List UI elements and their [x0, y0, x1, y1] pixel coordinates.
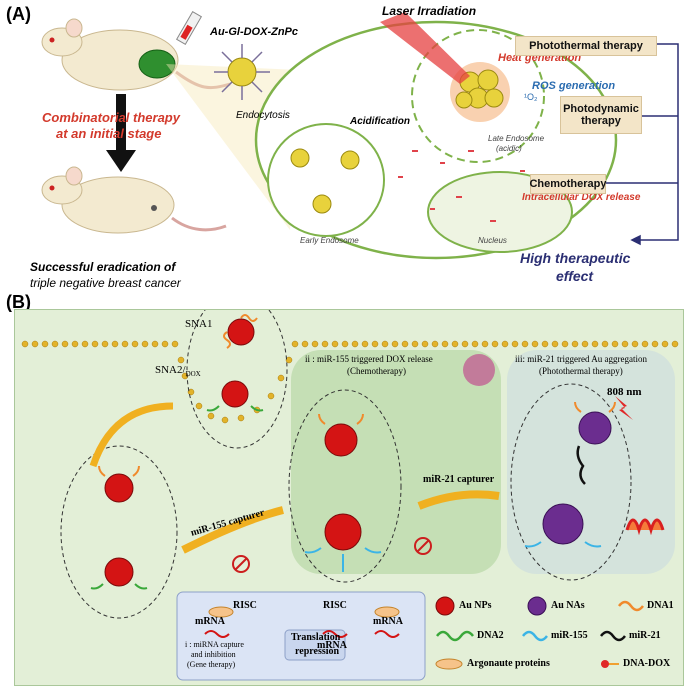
- success-line-1: Successful eradication of: [30, 260, 176, 274]
- sna-ellipse-right: [510, 383, 632, 581]
- sna-ellipse-left: [60, 445, 178, 619]
- laser-beam: [380, 12, 470, 84]
- agent-label: Au-Gl-DOX-ZnPc: [210, 26, 298, 38]
- legend-mir21: miR-21: [629, 630, 661, 641]
- translation-box: [284, 629, 346, 661]
- photodynamic-box: Photodynamic therapy: [560, 96, 642, 134]
- legend-dna2: DNA2: [477, 630, 504, 641]
- legend-dna1: DNA1: [647, 600, 674, 611]
- sna1-label: SNA1: [185, 318, 213, 330]
- therapy-bracket: [602, 43, 679, 246]
- endocytosis-label: Endocytosis: [236, 110, 290, 121]
- sna2-label: SNA2/DOX: [155, 364, 201, 378]
- risc-label-2: RISC: [323, 600, 347, 611]
- legend-dna-dox-icon: [601, 660, 619, 668]
- high-effect-line-1: High therapeutic: [520, 250, 631, 266]
- legend-dna-dox: DNA-DOX: [623, 658, 671, 669]
- early-endosome: [267, 123, 385, 237]
- panel-b: SNA1 SNA2/DOX ii : miR-155 triggered DOX…: [14, 309, 684, 686]
- laser-bolt-icon: [615, 396, 633, 420]
- step2-line-2: (Chemotherapy): [347, 366, 406, 376]
- step1-line-2: and inhibition: [191, 650, 236, 659]
- sna2-sub: DOX: [185, 370, 201, 379]
- mir155-capturer-arrow: [181, 506, 284, 554]
- legend-mir155: miR-155: [551, 630, 588, 641]
- success-line-2: triple negative breast cancer: [30, 276, 181, 290]
- mir21-capturer-label: miR-21 capturer: [423, 474, 495, 485]
- step2-line-1: ii : miR-155 triggered DOX release: [305, 354, 433, 364]
- risc-label-1: RISC: [233, 600, 257, 611]
- mrna-label-2: mRNA: [317, 640, 347, 651]
- legend-mir155-icon: [522, 630, 548, 642]
- panel-b-graphics: [21, 310, 679, 681]
- dna2-strands: [90, 405, 264, 590]
- ros-label: ROS generation: [532, 80, 616, 92]
- endosome-chemo-region: [291, 350, 501, 574]
- argonaute-protein: [208, 606, 234, 618]
- mir155-strands: [304, 541, 602, 572]
- combo-line-1: Combinatorial therapy: [42, 110, 180, 125]
- laser-label: Laser Irradiation: [382, 4, 477, 18]
- legend-argonaute: Argonaute proteins: [467, 658, 550, 669]
- high-effect-line-2: effect: [556, 268, 594, 284]
- cell-membrane-beads: [21, 340, 679, 424]
- nanoparticle-agent-icon: [214, 44, 270, 100]
- combo-line-2: at an initial stage: [56, 126, 162, 141]
- translation-line-1: Translation: [291, 632, 341, 643]
- mrna-label-1: mRNA: [195, 616, 225, 627]
- step3-line-2: (Photothermal therapy): [539, 366, 623, 376]
- uptake-arrow: [89, 402, 174, 468]
- chemotherapy-box: Chemotherapy: [529, 174, 607, 194]
- photodynamic-line-1: Photodynamic: [563, 103, 639, 115]
- mrna-strands: [204, 630, 400, 638]
- au-nps: [104, 318, 362, 587]
- mouse-cured-icon: [41, 166, 227, 234]
- legend-au-nps-icon: [435, 596, 455, 616]
- endosome-nanoparticles: [290, 148, 360, 214]
- argonaute-protein-2: [374, 606, 400, 618]
- late-endosome-sublabel: (acidic): [496, 144, 522, 153]
- endosome-ptt-region: [507, 350, 675, 574]
- photothermal-box: Photothermal therapy: [515, 36, 657, 56]
- early-endosome-label: Early Endosome: [300, 236, 359, 245]
- step3-line-1: iii: miR-21 triggered Au aggregation: [515, 354, 647, 364]
- legend-au-nas: Au NAs: [551, 600, 585, 611]
- syringe-icon: [175, 10, 203, 46]
- legend-au-nps: Au NPs: [459, 600, 492, 611]
- mir21-capturer-arrow: [417, 490, 500, 510]
- sna2-text: SNA2/: [155, 364, 186, 376]
- legend-dna1-icon: [618, 600, 644, 612]
- legend-argonaute-icon: [435, 658, 463, 670]
- legend-dna2-icon: [436, 630, 474, 642]
- panel-a-label: (A): [6, 4, 31, 24]
- step1-line-3: (Gene therapy): [187, 660, 236, 669]
- laser-nm-label: 808 nm: [607, 386, 642, 398]
- step1-line-1: i : miRNA capture: [185, 640, 244, 649]
- singlet-oxygen-label: ¹O₂: [524, 92, 538, 102]
- nucleus-icon: [463, 354, 495, 386]
- photodynamic-line-2: therapy: [581, 115, 621, 127]
- down-arrow-icon: [106, 94, 136, 172]
- legend-au-nas-icon: [527, 596, 547, 616]
- legend-mir21-icon: [600, 630, 626, 642]
- mrna-label-3: mRNA: [373, 616, 403, 627]
- dna1-strands: [98, 314, 616, 477]
- heat-flame-icon: [625, 518, 665, 536]
- au-nas: [542, 411, 612, 545]
- sna-ellipse-top: [186, 310, 288, 449]
- panel-b-label: (B): [6, 292, 31, 312]
- acidification-label: Acidification: [350, 116, 411, 127]
- inhibition-icons: [232, 537, 432, 573]
- nucleus-label: Nucleus: [478, 236, 507, 245]
- mouse-treated-icon: [41, 18, 231, 91]
- dox-particles: [398, 150, 525, 222]
- sna-ellipse-middle: [288, 389, 402, 583]
- dox-release-label: Intracellular DOX release: [522, 192, 641, 203]
- translation-line-2: repression: [295, 646, 340, 657]
- late-endosome-label: Late Endosome: [488, 134, 545, 143]
- mir21-bridge: [576, 445, 586, 485]
- panel-a-graphics: [41, 10, 679, 260]
